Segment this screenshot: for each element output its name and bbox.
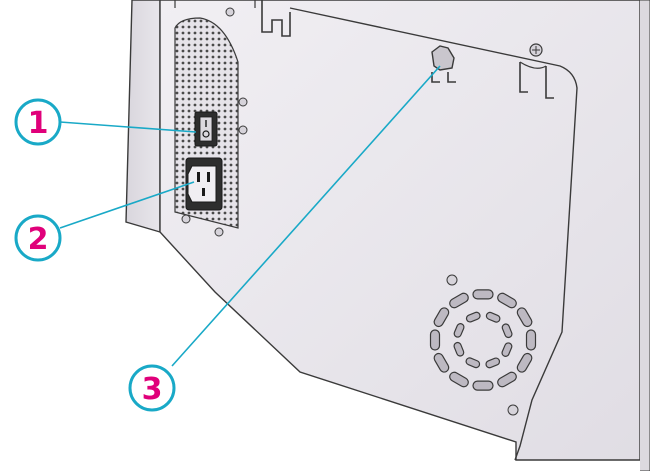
fan-slot	[429, 329, 441, 351]
printer-side-wall	[125, 0, 161, 233]
screw-icon	[507, 404, 519, 416]
leader-line-3	[171, 65, 441, 367]
screw-icon	[446, 274, 458, 286]
fan-vent-icon	[429, 274, 537, 416]
top-bracket-left	[261, 0, 291, 37]
fan-slot	[465, 357, 481, 369]
fan-slot	[485, 357, 501, 369]
fan-slot	[472, 380, 494, 391]
callout-2-label: 2	[28, 222, 49, 257]
fan-slot	[516, 307, 533, 328]
fan-slot	[516, 352, 533, 373]
leader-line-2	[59, 181, 195, 229]
callout-1: 1	[14, 98, 62, 146]
top-bracket-right	[519, 43, 554, 99]
power-switch-icon[interactable]	[194, 111, 218, 147]
fan-slot	[501, 323, 513, 339]
screw-icon	[181, 7, 248, 237]
fan-slot	[465, 311, 481, 323]
fan-slot	[497, 292, 517, 309]
fan-slot	[501, 342, 513, 357]
rear-panel	[159, 0, 650, 471]
fan-slot	[433, 307, 450, 328]
leader-line-1	[59, 121, 197, 133]
fan-slot	[433, 352, 450, 373]
callout-2: 2	[14, 214, 62, 262]
leader-lines	[59, 65, 441, 367]
fan-slot	[453, 341, 465, 357]
power-inlet-icon[interactable]	[185, 157, 223, 211]
fan-slot	[485, 311, 501, 323]
fan-slot	[453, 323, 465, 338]
latch-icon[interactable]	[431, 45, 456, 83]
callout-3: 3	[128, 364, 176, 412]
fan-slot	[497, 371, 517, 388]
fan-slot	[449, 292, 469, 309]
callout-1-label: 1	[28, 106, 49, 141]
callout-3-label: 3	[142, 372, 163, 407]
fan-slot	[525, 329, 537, 351]
fan-slot	[449, 371, 469, 388]
fan-slot	[472, 289, 494, 300]
